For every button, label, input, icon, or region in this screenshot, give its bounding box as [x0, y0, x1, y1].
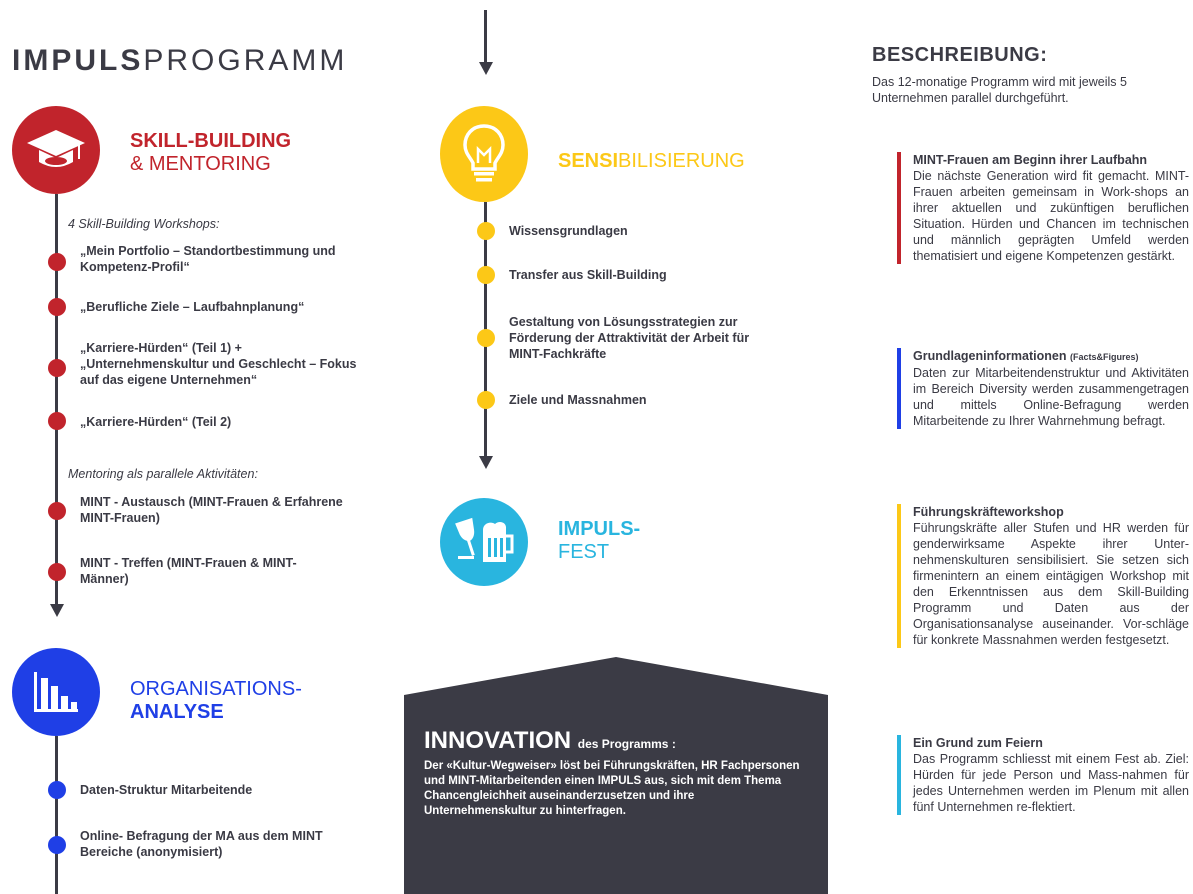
workshop-item: „Karriere-Hürden“ (Teil 1) + „Unternehme…	[80, 341, 357, 387]
analysis-item: Daten-Struktur Mitarbeitende	[80, 783, 253, 797]
timeline-dot	[48, 563, 66, 581]
block-title: Ein Grund zum Feiern	[913, 736, 1043, 750]
mentoring-label: Mentoring als parallele Aktivitäten:	[68, 467, 258, 481]
timeline-dot	[48, 412, 66, 430]
timeline-dot	[48, 502, 66, 520]
description-block-mint-frauen: MINT-Frauen am Beginn ihrer Laufbahn Die…	[897, 152, 1189, 264]
timeline-dot	[477, 329, 495, 347]
innovation-content: INNOVATION des Programms : Der «Kultur-W…	[424, 727, 808, 819]
description-text: Das 12-monatige Programm wird mit jeweil…	[872, 75, 1127, 105]
innovation-title: INNOVATION des Programms :	[424, 727, 676, 754]
mentoring-item: MINT - Treffen (MINT-Frauen & MINT-Männe…	[80, 556, 297, 586]
block-title: Führungskräfteworkshop	[913, 505, 1064, 519]
fest-heading: IMPULS- FEST	[558, 518, 641, 563]
description-block-feiern: Ein Grund zum Feiern Das Programm schlie…	[897, 735, 1189, 815]
workshop-item: „Karriere-Hürden“ (Teil 2)	[80, 415, 232, 429]
description-block-fuehrung: Führungskräfteworkshop Führungskräfte al…	[897, 504, 1189, 648]
innovation-box	[404, 657, 828, 894]
timeline-line-left-bottom	[55, 736, 58, 894]
description-title: BESCHREIBUNG:	[872, 44, 1048, 66]
block-title: Grundlageninformationen (Facts&Figures)	[913, 349, 1139, 363]
organisation-circle	[12, 648, 100, 736]
arrow-down-icon	[50, 604, 64, 617]
workshop-item: „Mein Portfolio – Standortbestimmung und…	[80, 244, 336, 274]
timeline-line-left	[55, 194, 58, 606]
lightbulb-icon	[463, 124, 505, 182]
wine-and-beer-icon	[455, 517, 514, 562]
sensibilisierung-item: Ziele und Massnahmen	[509, 393, 647, 407]
block-text: Daten zur Mitarbeitendenstruktur und Akt…	[913, 366, 1189, 428]
timeline-dot	[477, 266, 495, 284]
accent-bar	[897, 735, 901, 815]
skill-building-circle	[12, 106, 100, 194]
accent-bar	[897, 348, 901, 429]
timeline-dot	[48, 298, 66, 316]
graduation-cap-icon	[27, 130, 85, 167]
analysis-item: Online- Befragung der MA aus dem MINT Be…	[80, 829, 323, 859]
timeline-dot	[48, 781, 66, 799]
accent-bar	[897, 504, 901, 648]
sensibilisierung-item: Transfer aus Skill-Building	[509, 268, 667, 282]
organisation-heading: ORGANISATIONS- ANALYSE	[130, 678, 302, 723]
timeline-dot	[48, 359, 66, 377]
sensibilisierung-circle	[440, 106, 528, 202]
timeline-dot	[477, 222, 495, 240]
timeline-dot	[48, 253, 66, 271]
fest-circle	[440, 498, 528, 586]
innovation-body: Der «Kultur-Wegweiser» löst bei Führungs…	[424, 760, 800, 817]
timeline-line-middle-top	[484, 10, 487, 62]
block-text: Das Programm schliesst mit einem Fest ab…	[913, 752, 1189, 814]
workshop-item: „Berufliche Ziele – Laufbahnplanung“	[80, 300, 305, 314]
timeline-dot	[477, 391, 495, 409]
timeline-dot	[48, 836, 66, 854]
sensibilisierung-heading: SENSIBILISIERUNG	[558, 150, 745, 172]
mentoring-item: MINT - Austausch (MINT-Frauen & Erfahren…	[80, 495, 343, 525]
workshops-label: 4 Skill-Building Workshops:	[68, 217, 220, 231]
sensibilisierung-item: Gestaltung von Lösungsstrategien zur För…	[509, 315, 750, 361]
arrow-down-icon	[479, 456, 493, 469]
block-title: MINT-Frauen am Beginn ihrer Laufbahn	[913, 153, 1148, 167]
skill-building-heading: SKILL-BUILDING & MENTORING	[130, 130, 292, 175]
block-text: Führungskräfte aller Stufen und HR werde…	[913, 521, 1189, 647]
sensibilisierung-item: Wissensgrundlagen	[509, 224, 628, 238]
page-title: IMPULSPROGRAMM	[12, 44, 348, 77]
arrow-down-icon	[479, 62, 493, 75]
block-text: Die nächste Generation wird fit gemacht.…	[913, 169, 1189, 263]
accent-bar	[897, 152, 901, 264]
description-block-grundlagen: Grundlageninformationen (Facts&Figures) …	[897, 348, 1189, 429]
bar-chart-icon	[34, 672, 78, 712]
